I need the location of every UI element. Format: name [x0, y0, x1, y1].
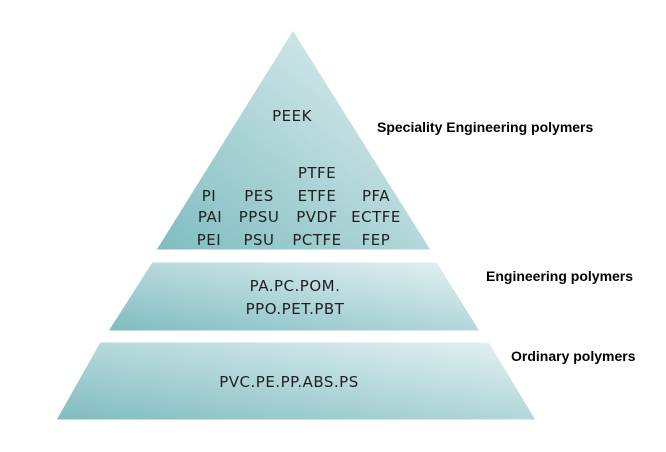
label-ordinary: Ordinary polymers	[511, 348, 636, 364]
tier-engineering-line: PA.PC.POM.	[250, 277, 341, 295]
polymer-item: PAI	[198, 208, 222, 226]
tier-engineering: PA.PC.POM. PPO.PET.PBT	[107, 261, 481, 332]
polymer-item: PPSU	[239, 208, 280, 226]
tier-speciality-shape	[155, 29, 432, 251]
tier-speciality: PEEK PI PAI PEI PES PPSU PSU PTFE ETFE P…	[155, 29, 432, 251]
tier-ordinary-shape	[55, 341, 537, 421]
polymer-item: PCTFE	[292, 231, 341, 249]
polymer-item: FEP	[362, 231, 391, 249]
polymer-item: ECTFE	[351, 208, 401, 226]
tier-engineering-shape	[107, 261, 481, 332]
polymer-item: PI	[202, 187, 216, 205]
polymer-item: PFA	[362, 187, 390, 205]
polymer-item: PES	[244, 187, 274, 205]
polymer-item: ETFE	[298, 187, 337, 205]
tier-ordinary: PVC.PE.PP.ABS.PS	[55, 341, 537, 421]
polymer-item: PEI	[197, 231, 221, 249]
polymer-item: PVDF	[296, 208, 338, 226]
tier-ordinary-line: PVC.PE.PP.ABS.PS	[219, 373, 359, 391]
tier-speciality-top-item: PEEK	[272, 107, 313, 125]
label-engineering: Engineering polymers	[486, 268, 633, 284]
polymer-item: PSU	[243, 231, 274, 249]
tier-engineering-line: PPO.PET.PBT	[246, 300, 345, 318]
label-speciality-engineering: Speciality Engineering polymers	[377, 119, 594, 135]
polymer-item: PTFE	[298, 164, 336, 182]
